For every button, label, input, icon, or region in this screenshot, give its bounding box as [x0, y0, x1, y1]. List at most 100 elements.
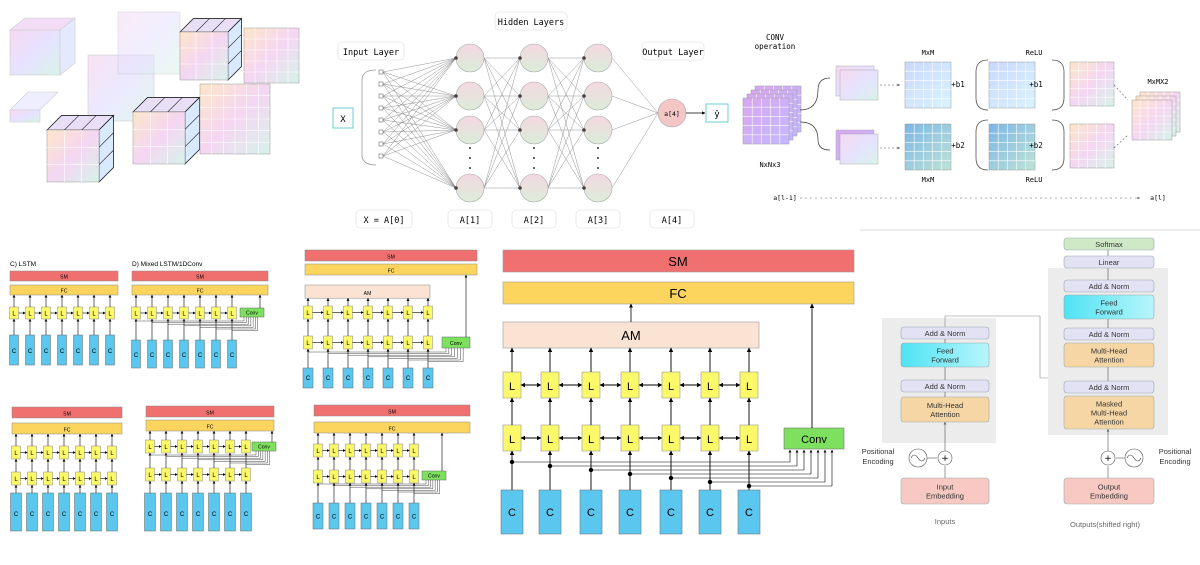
dec-multi-head-attention [1063, 342, 1155, 368]
lstm-cell-label: L [380, 475, 384, 481]
input-cell-label: C [60, 349, 65, 355]
lstm-cell-label: L [46, 477, 50, 483]
hidden-neuron [519, 43, 549, 73]
lstm-cell-label: L [182, 311, 186, 317]
input-embedding-label: Input [937, 483, 955, 492]
input-cell-label: C [406, 376, 411, 382]
conv-input-volume [742, 97, 790, 145]
mxm-grid-top [904, 61, 952, 109]
lstm-cell-label: L [14, 451, 18, 457]
input-cell-label: C [366, 376, 371, 382]
lstm-cell-label: L [396, 449, 400, 455]
dec-add-norm-1-label: Add & Norm [1089, 282, 1130, 291]
conv-block [251, 441, 277, 452]
big-input-cell-label: C [587, 507, 595, 519]
a4-label: A[4] [662, 216, 682, 226]
nxnx3-label: NxNx3 [759, 161, 780, 169]
svg-text:+: + [1104, 454, 1112, 464]
input-cell-label: C [346, 376, 351, 382]
input-cell-label: C [46, 512, 51, 518]
hidden-neuron [455, 173, 485, 203]
sm-label: SM [388, 409, 396, 415]
sm-label: SM [63, 411, 71, 417]
lstm-cell-label: L [228, 445, 232, 451]
nn-connections [382, 57, 659, 189]
big-lstm-cell-label: L [746, 434, 752, 446]
lstm-cell-label: L [406, 341, 410, 347]
conv-label: Conv [246, 310, 258, 316]
cube-top-face [179, 31, 229, 81]
lstm-cell-label: L [244, 473, 248, 479]
softmax-layer [304, 249, 478, 262]
output-embedding [1063, 477, 1155, 505]
dec-multi-head-attention-label: Attention [1094, 356, 1124, 365]
conv-block [441, 336, 471, 349]
lstm-cell-label: L [380, 449, 384, 455]
inputs-label: Inputs [935, 517, 956, 526]
dec-pos-enc-l2: Encoding [1159, 457, 1190, 466]
lstm-cell-label: L [62, 451, 66, 457]
a-l-minus-1-label: a[l-1] [773, 194, 796, 202]
input-cell-label: C [92, 349, 97, 355]
input-cell-label: C [110, 512, 115, 518]
enc-add-norm-bottom-label: Add & Norm [925, 382, 966, 391]
conv-operation-diagram: CONV operation NxNx3 MxM MxM +b1 +b2 +b1… [742, 33, 1181, 202]
input-feature-node [378, 105, 384, 111]
big-lstm-cell-label: L [627, 434, 633, 446]
big-sm-label: SM [668, 254, 688, 269]
big-input-cell-label: C [745, 507, 753, 519]
input-cell-label: C [348, 515, 353, 521]
cube-bottom-center-face [132, 111, 186, 165]
linear-box [1063, 255, 1155, 269]
lstm-cell-label: L [228, 473, 232, 479]
input-cell-label: C [426, 376, 431, 382]
dec-pos-enc-l1: Positional [1159, 447, 1192, 456]
input-embedding-label: Embedding [926, 492, 964, 501]
output-embedding-label: Embedding [1090, 492, 1128, 501]
hidden-neuron [455, 43, 485, 73]
a2-label: A[2] [524, 216, 544, 226]
big-lstm-cell-label: L [509, 434, 515, 446]
enc-pos-enc-l2: Encoding [862, 457, 893, 466]
lstm-cell-label: L [366, 341, 370, 347]
input-cell-label: C [196, 512, 201, 518]
conv-title-line2: operation [755, 42, 796, 51]
big-lstm-cell-label: L [668, 381, 674, 393]
lstm-cell-label: L [76, 311, 80, 317]
lstm-cell-label: L [94, 477, 98, 483]
svg-text:+: + [941, 454, 949, 464]
input-layer-label: Input Layer [343, 48, 399, 58]
mxm-bottom-label: MxM [922, 176, 935, 184]
big-lstm-cell-label: L [547, 381, 553, 393]
lstm-cell-label: L [166, 311, 170, 317]
lstm-cell-label: L [244, 445, 248, 451]
bias-b1-a: +b1 [951, 80, 965, 89]
sm-label: SM [196, 275, 204, 281]
input-cell-label: C [230, 353, 235, 359]
input-feature-node [378, 69, 384, 75]
input-feature-node [378, 93, 384, 99]
input-cell-label: C [78, 512, 83, 518]
big-input-cell-label: C [667, 507, 675, 519]
lstm-cell-label: L [134, 311, 138, 317]
lstm-cell-label: L [426, 341, 430, 347]
conv-label: Conv [428, 473, 440, 479]
big-lstm-cell-label: L [707, 434, 713, 446]
lstm-cell-label: L [406, 311, 410, 317]
fc-layer [145, 419, 275, 432]
softmax-layer [313, 404, 471, 417]
input-feature-node [378, 117, 384, 123]
bias-b1-b: +b1 [1029, 80, 1043, 89]
input-cell-label: C [198, 353, 203, 359]
relu-out-bottom [1069, 123, 1115, 169]
lstm-cell-label: L [332, 475, 336, 481]
input-cell-label: C [134, 353, 139, 359]
lstm-cell-label: L [14, 477, 18, 483]
big-input-cell-label: C [508, 507, 516, 519]
input-cell-label: C [306, 376, 311, 382]
d-mixed-title: D) Mixed LSTM/1DConv [132, 261, 203, 268]
input-cell-label: C [12, 349, 17, 355]
hidden-neuron [519, 81, 549, 111]
am-label: AM [364, 291, 372, 297]
